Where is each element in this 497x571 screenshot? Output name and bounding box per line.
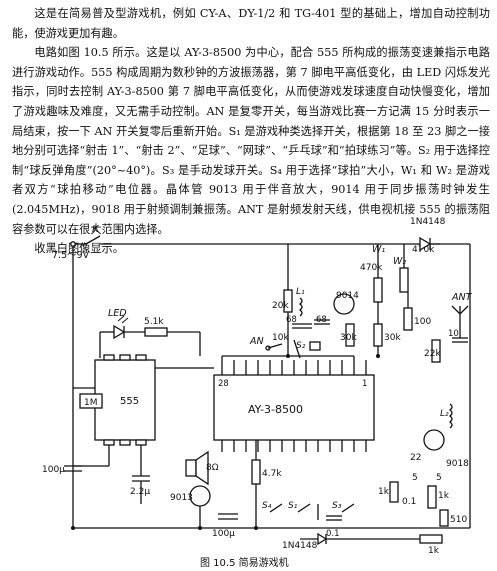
chip-label: AY-3-8500 bbox=[248, 403, 303, 416]
ic-555-body bbox=[94, 359, 156, 441]
resistor-30k-a-label: 30k bbox=[340, 333, 357, 343]
switch-k-label: K bbox=[92, 224, 100, 235]
resistor-1k-a bbox=[427, 485, 437, 509]
diode-top-icon bbox=[419, 236, 432, 252]
pot-w1 bbox=[373, 277, 383, 303]
cap-5b-label: 5 bbox=[436, 473, 442, 483]
switch-s3-label: S₃ bbox=[332, 501, 342, 511]
antenna-label: ANT bbox=[451, 292, 473, 303]
diode-bottom-icon bbox=[317, 532, 328, 546]
switch-s1 bbox=[297, 503, 311, 513]
resistor-470k-a-label: 470k bbox=[360, 263, 383, 273]
cap-10-label: 10 bbox=[448, 329, 459, 339]
resistor-30k-b-label: 30k bbox=[384, 333, 401, 343]
switch-s3 bbox=[341, 503, 355, 513]
transistor-9013-icon bbox=[189, 485, 211, 507]
paragraph-circuit-description: 电路如图 10.5 所示。这是以 AY-3-8500 为中心，配合 555 所构… bbox=[12, 46, 490, 236]
speaker-icon bbox=[185, 459, 197, 477]
led-section: LED 5.1k bbox=[99, 308, 201, 358]
supply-voltage-label: 7.5～9V bbox=[52, 250, 90, 261]
diode-bottom-label: 1N4148 bbox=[282, 541, 318, 551]
supply-section: K 7.5～9V bbox=[52, 224, 440, 528]
resistor-510 bbox=[439, 509, 449, 527]
resistor-1m bbox=[79, 393, 103, 409]
transistor-9018-icon bbox=[423, 429, 445, 451]
transistor-9013-label: 9013 bbox=[170, 493, 193, 503]
chip-body bbox=[213, 374, 375, 441]
resistor-30k-b bbox=[373, 323, 383, 347]
cap-5a-label: 5 bbox=[412, 473, 418, 483]
body-text: 这是在简易普及型游戏机，例如 CY-A、DY-1/2 和 TG-401 型的基础… bbox=[12, 4, 490, 259]
supply-terminal bbox=[70, 241, 76, 247]
chip-ay-3-8500: AY-3-8500 28 1 bbox=[200, 356, 375, 452]
pot-w1-label: W₁ bbox=[372, 244, 385, 255]
paragraph-intro: 这是在简易普及型游戏机，例如 CY-A、DY-1/2 和 TG-401 型的基础… bbox=[12, 7, 490, 40]
resistor-4k7 bbox=[251, 459, 261, 485]
inductor-l1 bbox=[298, 297, 303, 317]
resistor-22k-label: 22k bbox=[424, 349, 441, 359]
cap-0-1b-label: 0.1 bbox=[326, 529, 340, 539]
cap-100u-bottom-label: 100μ bbox=[212, 529, 235, 539]
chip-pin-28-label: 28 bbox=[218, 379, 229, 389]
cap-2u2-label: 2.2μ bbox=[130, 487, 150, 497]
timer-555: 555 1M bbox=[73, 354, 200, 476]
resistor-20k-label: 20k bbox=[272, 301, 289, 311]
pot-w2 bbox=[399, 267, 409, 293]
resistor-470k-b-label: 470k bbox=[412, 245, 435, 255]
resistor-5k1 bbox=[144, 327, 168, 337]
speaker-label: 8Ω bbox=[206, 463, 219, 473]
ic-555-label: 555 bbox=[120, 396, 139, 407]
resistor-100 bbox=[403, 307, 413, 331]
oscillator-section: 20k L₁ 68 68 10k 9014 30k bbox=[272, 244, 359, 356]
resistor-30k-a bbox=[345, 323, 355, 347]
resistor-1k-c bbox=[419, 534, 443, 544]
resistor-10k-label: 10k bbox=[272, 333, 289, 343]
resistor-5k1-label: 5.1k bbox=[144, 317, 164, 327]
switch-k bbox=[85, 235, 101, 245]
resistor-1k-b bbox=[389, 481, 399, 503]
rf-section: 1N4148 ANT 10 22k L₂ 9018 22 5 5 0.1 1k … bbox=[378, 217, 473, 528]
inductor-l2-label: L₂ bbox=[440, 409, 449, 419]
transistor-9014-label: 9014 bbox=[336, 291, 359, 301]
bottom-section: S₄ S₁ S₃ 0.1 1N4148 1k bbox=[71, 354, 470, 556]
transistor-9014-icon bbox=[333, 293, 355, 315]
resistor-22k bbox=[431, 339, 441, 363]
switch-s4 bbox=[269, 503, 283, 513]
switch-an-label: AN bbox=[249, 336, 264, 347]
resistor-1k-c-label: 1k bbox=[428, 546, 440, 556]
resistor-100-label: 100 bbox=[414, 317, 431, 327]
switch-s1-label: S₁ bbox=[288, 501, 298, 511]
diode-top-label: 1N4148 bbox=[410, 217, 446, 227]
led-diode-icon bbox=[113, 324, 126, 340]
resistor-510-label: 510 bbox=[450, 515, 467, 525]
chip-pin-1-label: 1 bbox=[362, 379, 367, 389]
circuit-schematic: K 7.5～9V LED 5.1k bbox=[42, 217, 473, 569]
pot-w2-label: W₂ bbox=[393, 256, 406, 267]
transistor-9018-label: 9018 bbox=[446, 459, 469, 469]
inductor-l2 bbox=[448, 403, 453, 429]
cap-0-1a-label: 0.1 bbox=[402, 497, 416, 507]
potentiometer-section: W₁ W₂ 470k 470k 30k 100 bbox=[360, 244, 435, 356]
cap-68a-label: 68 bbox=[286, 315, 297, 325]
cap-22-label: 22 bbox=[410, 453, 421, 463]
resistor-4k7-label: 4.7k bbox=[262, 469, 282, 479]
inductor-l1-label: L₁ bbox=[296, 287, 305, 297]
cap-100u-left-label: 100μ bbox=[42, 465, 65, 475]
figure-caption: 图 10.5 简易游戏机 bbox=[200, 556, 289, 569]
left-capacitors: 100μ 2.2μ bbox=[42, 465, 150, 504]
resistor-1k-a-label: 1k bbox=[438, 491, 450, 501]
switch-s4-label: S₄ bbox=[262, 501, 272, 511]
audio-section: 8Ω 9013 100μ 4.7k bbox=[170, 440, 282, 539]
resistor-1k-b-label: 1k bbox=[378, 487, 390, 497]
resistor-1m-label: 1M bbox=[84, 398, 98, 408]
switch-s2 bbox=[293, 339, 301, 359]
switch-s2-label: S₂ bbox=[296, 341, 306, 351]
led-label: LED bbox=[108, 308, 127, 319]
paragraph-ending: 收黑白图像显示。 bbox=[34, 242, 124, 256]
